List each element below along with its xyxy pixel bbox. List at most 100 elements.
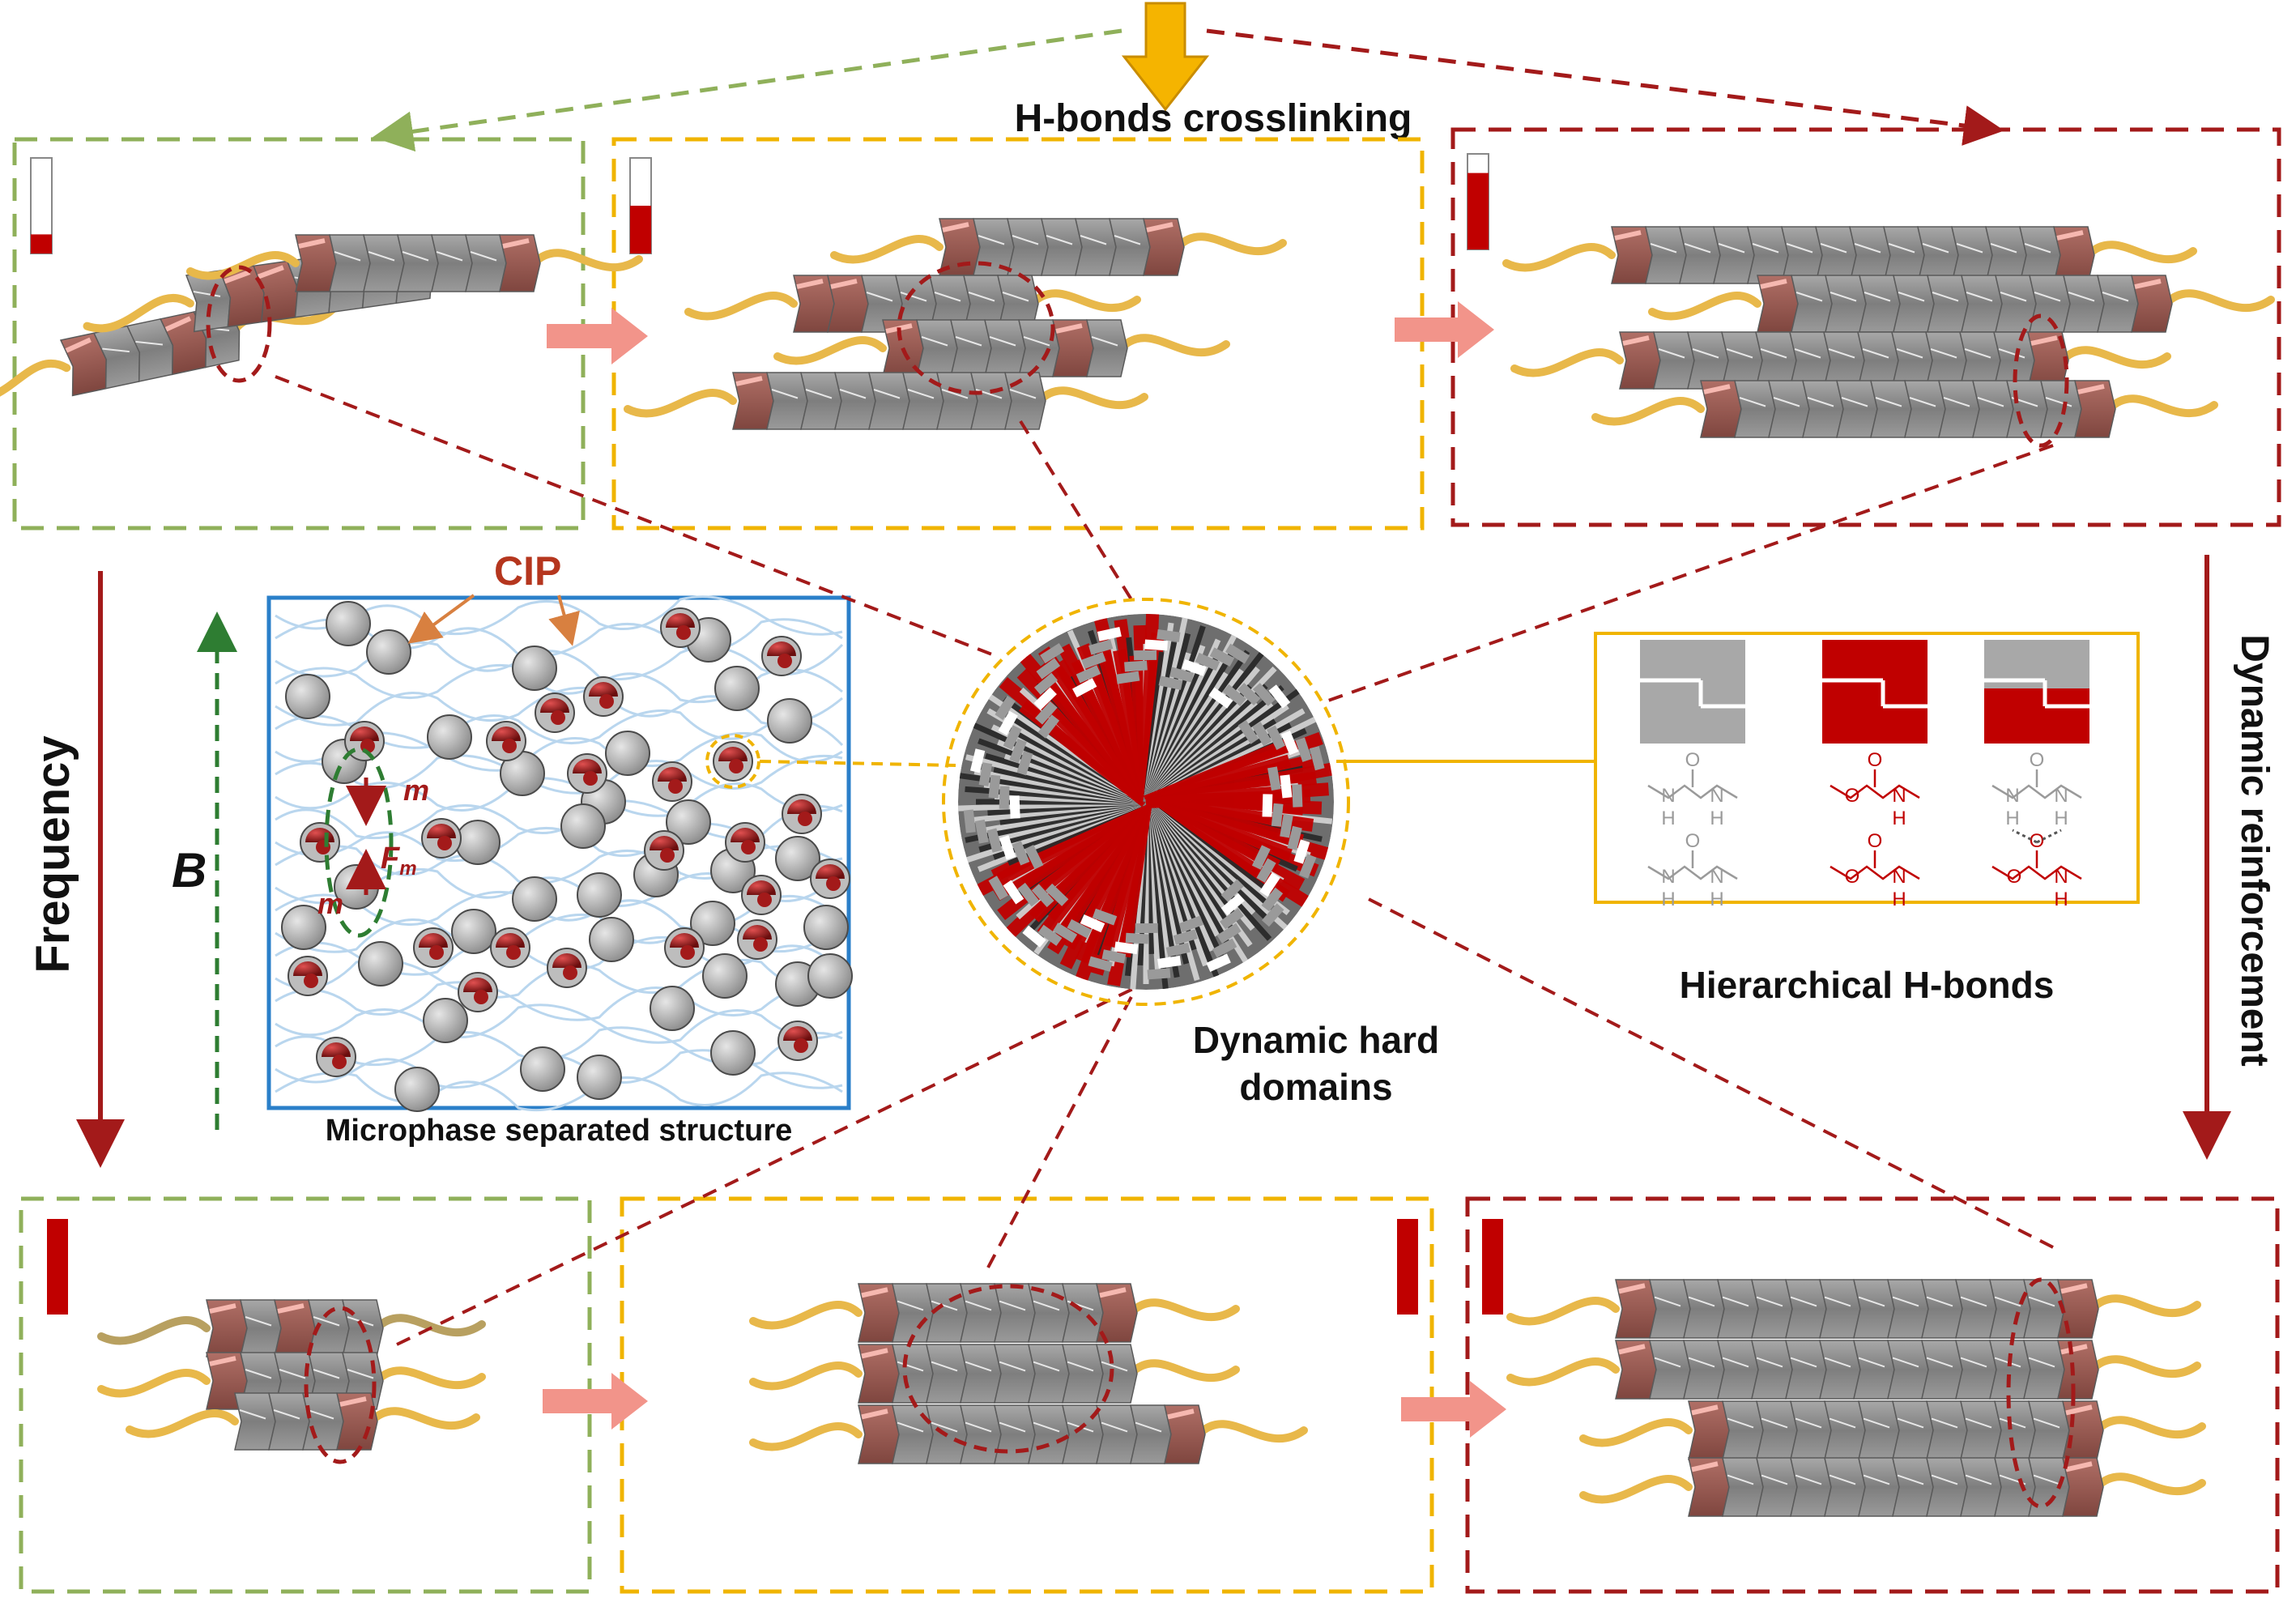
level-indicator-bottom-left — [47, 1219, 68, 1315]
hard-block — [1994, 1400, 2036, 1460]
hbond-mark — [1888, 243, 1915, 254]
hbond-mark — [1691, 1404, 1719, 1416]
cip-particle — [605, 731, 650, 776]
hard-block — [2023, 1279, 2065, 1339]
particle-domain — [794, 1038, 808, 1053]
hbond-mark — [1966, 292, 1993, 302]
particle-domain — [474, 990, 488, 1004]
hbond-mark — [2068, 292, 2095, 302]
soft-chain — [367, 1407, 480, 1430]
cip-particle-magnetized — [652, 761, 692, 802]
particle-domain — [729, 759, 743, 773]
hbond-mark — [2065, 1404, 2093, 1416]
domain-fragment — [969, 748, 986, 773]
panel-bottom-right — [1465, 1196, 2280, 1594]
hard-block — [1791, 275, 1833, 333]
dipole-pair-outline — [324, 747, 394, 938]
domain-fragment — [986, 828, 1003, 853]
cip-particle-magnetized — [535, 692, 575, 733]
hbond-mark — [502, 238, 530, 249]
hbond-mark — [1892, 1296, 1919, 1307]
hbond-mark — [830, 279, 858, 289]
hard-segment-strand — [1648, 275, 2275, 333]
hbond-mark — [347, 1369, 374, 1379]
hbond-mark — [1965, 1474, 1992, 1485]
particle-domain — [502, 739, 517, 753]
soft-chain — [97, 1316, 211, 1345]
domain-fragment — [999, 835, 1016, 860]
particle-domain — [506, 945, 521, 960]
hard-block — [1904, 380, 1946, 438]
soft-chain — [1579, 1475, 1693, 1504]
cip-particle-magnetized — [421, 818, 462, 859]
hbond-mark — [861, 1408, 888, 1420]
hard-block — [1075, 218, 1117, 276]
bond-line — [1830, 865, 1920, 880]
atom-label: O — [1868, 749, 1883, 771]
hbond-mark — [1795, 292, 1823, 302]
particle-domain — [757, 893, 772, 907]
urea-block — [499, 234, 541, 292]
domain-fragment — [1292, 784, 1303, 808]
hbond-mark — [307, 1409, 334, 1420]
hbond-mark — [1091, 336, 1118, 347]
hard-block — [1887, 1340, 1929, 1400]
hbond-mark — [1828, 348, 1855, 359]
hard-block — [1825, 275, 1867, 333]
hbond-mark — [2033, 1417, 2060, 1429]
domain-fragment — [1261, 887, 1284, 912]
domain-fragment — [1256, 858, 1276, 883]
soft-chain — [749, 1301, 863, 1330]
hbond-mark — [1863, 1417, 1890, 1429]
hard-block — [1802, 380, 1844, 438]
hard-block — [1972, 380, 2014, 438]
hbond-mark — [1824, 1296, 1851, 1307]
domain-fragment — [999, 786, 1010, 809]
hbond-mark — [1795, 1417, 1822, 1429]
hard-block — [2040, 380, 2082, 438]
cip-particle-magnetized — [777, 1021, 818, 1061]
hbond-mark — [279, 1369, 306, 1379]
domain-fragment — [1268, 684, 1291, 709]
hbond-mark — [873, 389, 901, 399]
hard-block — [2097, 275, 2139, 333]
hard-block — [960, 1283, 1002, 1343]
hbond-mark — [368, 251, 395, 262]
particle-domain — [304, 974, 318, 988]
hard-block — [465, 234, 507, 292]
focus-ellipse — [206, 265, 272, 383]
hbond-mark — [436, 251, 463, 262]
hbond-mark — [2056, 230, 2084, 241]
bond-line — [1991, 784, 2082, 799]
particle-cap — [419, 933, 448, 948]
hard-block — [1853, 1279, 1895, 1339]
cip-particle-magnetized — [316, 1037, 356, 1077]
cip-particle — [281, 905, 326, 950]
hard-block — [902, 372, 944, 430]
hbond-mark — [1618, 1283, 1646, 1294]
hard-block — [1645, 226, 1687, 284]
soft-chain-line — [275, 1072, 843, 1112]
soft-chain — [1117, 334, 1230, 357]
hbond-mark — [1752, 243, 1779, 254]
hbond-mark — [1807, 397, 1834, 407]
domain-fragment — [1147, 968, 1171, 980]
hbond-mark — [1960, 1357, 1987, 1368]
urea-block — [2131, 275, 2173, 333]
hard-block — [892, 1404, 934, 1464]
hbond-mark — [1756, 1357, 1783, 1368]
cip-particle — [775, 836, 820, 881]
domain-fragment — [1067, 918, 1092, 939]
hard-segment-strand — [749, 1344, 1240, 1404]
cip-particle — [577, 1055, 622, 1100]
hbond-mark — [1773, 397, 1800, 407]
hard-segment-strand — [773, 319, 1230, 377]
hard-block — [926, 1283, 968, 1343]
domain-fragment — [1251, 845, 1271, 870]
hbond-mark — [209, 1356, 236, 1366]
particle-cap — [427, 824, 456, 838]
moment-label-top: m — [403, 773, 429, 807]
cip-particle — [285, 674, 330, 719]
domain-fragment — [1165, 942, 1191, 957]
hbond-mark — [209, 1303, 236, 1314]
